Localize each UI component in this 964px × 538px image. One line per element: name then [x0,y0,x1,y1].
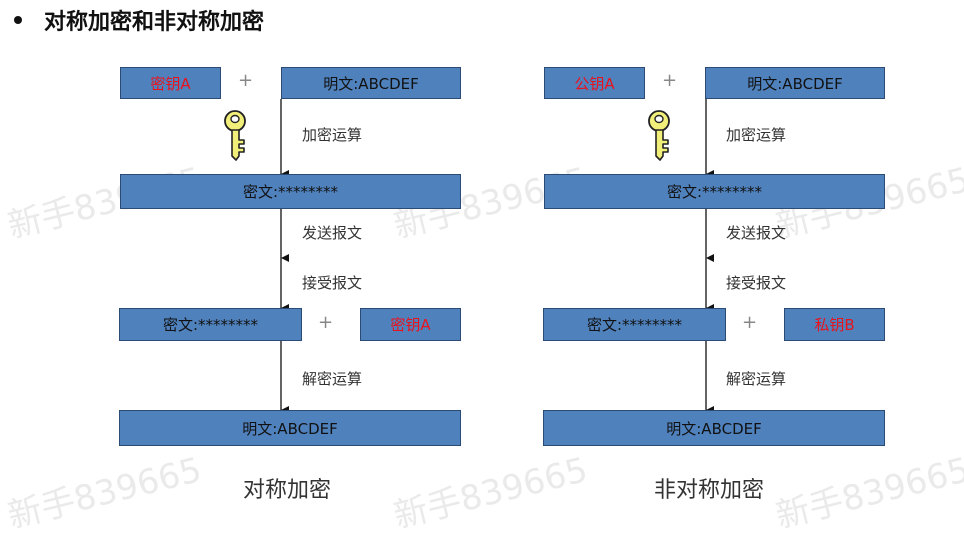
caption-symmetric: 对称加密 [243,478,332,503]
plaintext-result-box: 明文:ABCDEF [119,410,461,446]
key-a-box: 密钥A [120,67,221,99]
plus-sign: + [318,312,334,333]
receive-label: 接受报文 [302,274,363,292]
plus-sign: + [238,70,254,91]
decrypt-label: 解密运算 [726,370,787,388]
ciphertext-received-box: 密文:******** [543,308,726,341]
encrypt-label: 加密运算 [726,126,787,144]
page-title: 对称加密和非对称加密 [14,4,264,36]
bullet-icon [14,16,22,24]
private-key-box: 私钥B [784,308,885,341]
plus-sign: + [742,312,758,333]
encrypt-label: 加密运算 [302,126,363,144]
ciphertext-box: 密文:******** [544,174,885,209]
ciphertext-received-box: 密文:******** [119,308,302,341]
page-title-text: 对称加密和非对称加密 [44,10,265,35]
ciphertext-box: 密文:******** [120,174,461,209]
plaintext-box: 明文:ABCDEF [705,67,885,99]
plaintext-result-box: 明文:ABCDEF [543,410,885,446]
send-label: 发送报文 [726,224,787,242]
send-label: 发送报文 [302,224,363,242]
plus-sign: + [662,70,678,91]
receive-label: 接受报文 [726,274,787,292]
caption-asymmetric: 非对称加密 [654,478,765,503]
key-a-box: 密钥A [360,308,461,341]
arrow-connectors [280,99,714,414]
plaintext-box: 明文:ABCDEF [281,67,461,99]
public-key-box: 公钥A [544,67,645,99]
decrypt-label: 解密运算 [302,370,363,388]
